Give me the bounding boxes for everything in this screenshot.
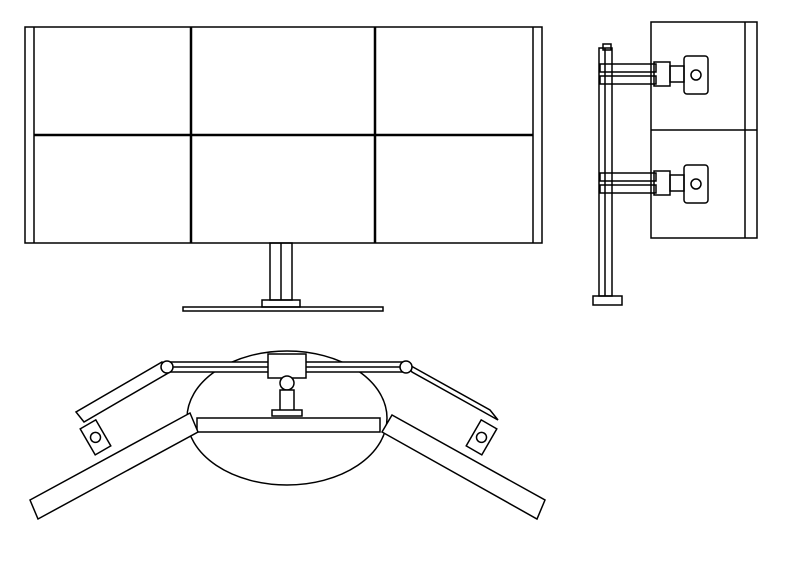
center-monitor-top xyxy=(197,418,380,432)
right-joint xyxy=(400,361,412,373)
upper-arm xyxy=(600,56,708,94)
stand-foot xyxy=(183,307,383,311)
top-view xyxy=(30,351,545,519)
left-head xyxy=(80,420,111,455)
lower-arm xyxy=(600,165,708,203)
pole-cap xyxy=(603,44,611,50)
left-monitor-top xyxy=(30,413,198,519)
right-head xyxy=(466,420,497,455)
center-joint xyxy=(280,376,294,390)
left-joint xyxy=(161,361,173,373)
right-monitor-top xyxy=(382,415,545,519)
pole-base xyxy=(593,296,622,305)
side-view xyxy=(593,22,757,305)
center-clamp xyxy=(268,354,306,378)
front-view xyxy=(25,27,542,311)
center-vesa xyxy=(272,410,302,416)
